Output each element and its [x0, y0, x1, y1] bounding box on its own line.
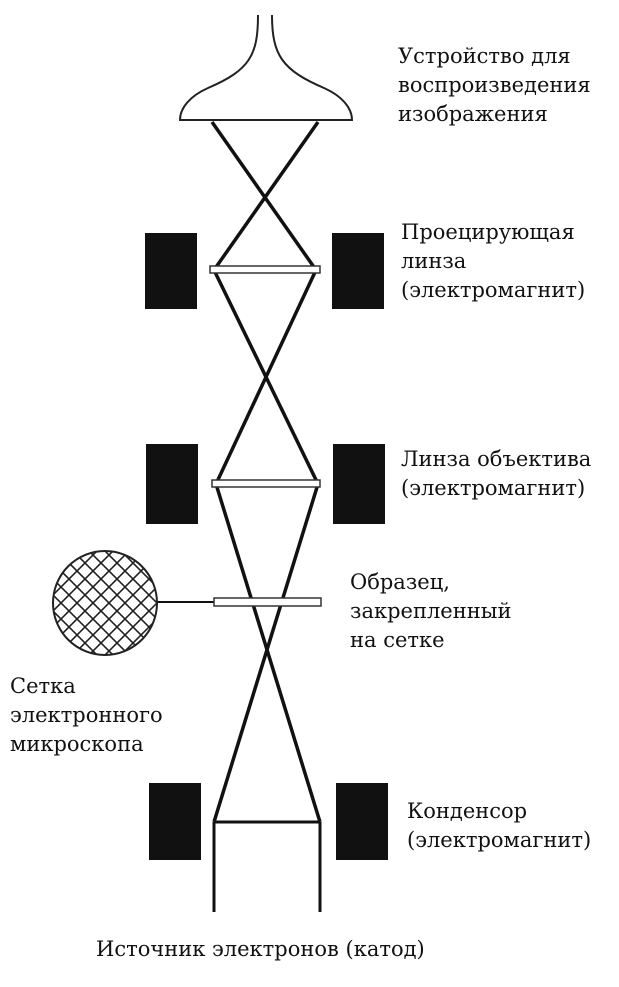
label-line: Устройство для — [398, 44, 571, 68]
display-device — [178, 14, 354, 121]
condenser-magnet-left — [149, 783, 201, 860]
label-line: (электромагнит) — [401, 476, 586, 500]
label-line: Проецирующая — [401, 220, 575, 244]
label-line: изображения — [398, 102, 548, 126]
label-line: Линза объектива — [401, 447, 592, 471]
microscope-grid — [52, 550, 158, 656]
label-line: микроскопа — [10, 732, 144, 756]
label-line: Сетка — [10, 674, 76, 698]
label-projector-lens: Проецирующая линза (электромагнит) — [401, 218, 585, 305]
projector-magnet-right — [332, 233, 384, 309]
label-line: на сетке — [350, 628, 445, 652]
label-line: закрепленный — [350, 599, 512, 623]
label-line: Источник электронов (катод) — [96, 937, 425, 961]
label-line: (электромагнит) — [401, 278, 586, 302]
projector-lens — [209, 265, 321, 274]
beam-upper — [210, 120, 320, 272]
condenser-magnet-right — [336, 783, 388, 860]
label-condenser: Конденсор (электромагнит) — [407, 797, 591, 855]
label-objective-lens: Линза объектива (электромагнит) — [401, 445, 591, 503]
label-grid: Сетка электронного микроскопа — [10, 672, 163, 759]
objective-lens — [211, 479, 321, 488]
specimen-holder — [213, 597, 322, 607]
label-line: Образец, — [350, 570, 450, 594]
label-specimen: Образец, закрепленный на сетке — [350, 568, 511, 655]
electron-source — [212, 822, 322, 912]
projector-magnet-left — [145, 233, 197, 309]
label-line: воспроизведения — [398, 73, 591, 97]
label-line: (электромагнит) — [407, 828, 592, 852]
label-electron-source: Источник электронов (катод) — [96, 935, 425, 964]
label-line: электронного — [10, 703, 163, 727]
beam-lower — [212, 483, 322, 823]
label-line: Конденсор — [407, 799, 528, 823]
objective-magnet-right — [333, 444, 385, 524]
beam-middle — [212, 269, 320, 485]
label-display-device: Устройство для воспроизведения изображен… — [398, 42, 591, 129]
objective-magnet-left — [146, 444, 198, 524]
label-line: линза — [401, 249, 467, 273]
